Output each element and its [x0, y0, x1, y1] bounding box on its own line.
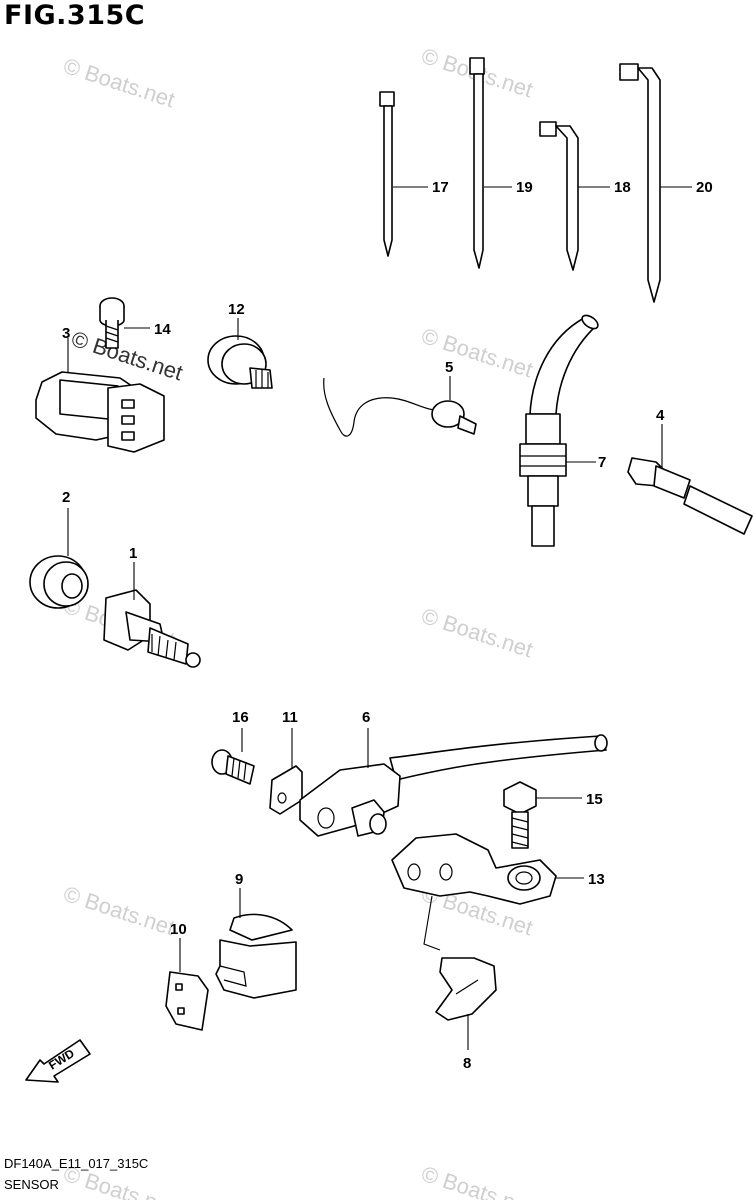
callout-labels: 17 19 18 20 14 12 3 5 4 7 2 1 16 11 6 15… — [62, 179, 713, 1072]
watermark-text: © Boats.net — [418, 323, 535, 382]
callout-18: 18 — [614, 179, 631, 196]
part-3-map-sensor[interactable] — [35, 338, 165, 453]
callout-12: 12 — [228, 301, 245, 318]
part-11-bracket[interactable] — [269, 728, 303, 815]
cable-tie-18[interactable] — [539, 121, 610, 271]
part-13-sensor-bracket[interactable] — [391, 833, 584, 951]
watermark-text: © Boats.net — [60, 53, 177, 112]
part-14-bolt[interactable] — [99, 297, 150, 349]
watermark-text: © Boats.net — [60, 881, 177, 940]
figure-title: FIG.315C — [4, 0, 146, 31]
callout-19: 19 — [516, 179, 533, 196]
part-1-sensor[interactable] — [103, 562, 201, 668]
callout-4: 4 — [656, 407, 665, 424]
part-2-grommet[interactable] — [29, 508, 89, 609]
callout-20: 20 — [696, 179, 713, 196]
fwd-arrow: FWD — [25, 1039, 91, 1083]
callout-3: 3 — [62, 325, 70, 342]
figure-name: SENSOR — [4, 1177, 59, 1192]
part-6-crank-sensor[interactable] — [299, 728, 608, 837]
callout-9: 9 — [235, 871, 243, 888]
part-5-knock-sensor[interactable] — [323, 376, 477, 437]
callout-6: 6 — [362, 709, 370, 726]
part-8-plate[interactable] — [435, 957, 497, 1050]
callout-13: 13 — [588, 871, 605, 888]
part-7-sensor[interactable] — [519, 313, 600, 547]
cable-tie-20[interactable] — [619, 63, 692, 303]
watermark-text: © Boats.net — [418, 603, 535, 662]
callout-17: 17 — [432, 179, 449, 196]
part-4-temperature-sensor[interactable] — [627, 424, 753, 535]
figure-code: DF140A_E11_017_315C — [4, 1156, 149, 1171]
callout-10: 10 — [170, 921, 187, 938]
part-12-oil-pressure-sensor[interactable] — [207, 318, 273, 389]
callout-2: 2 — [62, 489, 70, 506]
watermark-text: © Boats.net — [418, 1161, 535, 1200]
cable-tie-17[interactable] — [379, 91, 428, 257]
callout-1: 1 — [129, 545, 137, 562]
callout-15: 15 — [586, 791, 603, 808]
callout-5: 5 — [445, 359, 453, 376]
callout-11: 11 — [282, 709, 298, 726]
callout-8: 8 — [463, 1055, 471, 1072]
part-15-bolt[interactable] — [503, 781, 582, 849]
callout-7: 7 — [598, 454, 606, 471]
part-10-clip-plate[interactable] — [165, 938, 209, 1031]
callout-14: 14 — [154, 321, 171, 338]
part-16-bolt[interactable] — [211, 728, 255, 785]
part-9-clip[interactable] — [215, 888, 297, 999]
cable-tie-19[interactable] — [469, 57, 512, 269]
callout-16: 16 — [232, 709, 249, 726]
